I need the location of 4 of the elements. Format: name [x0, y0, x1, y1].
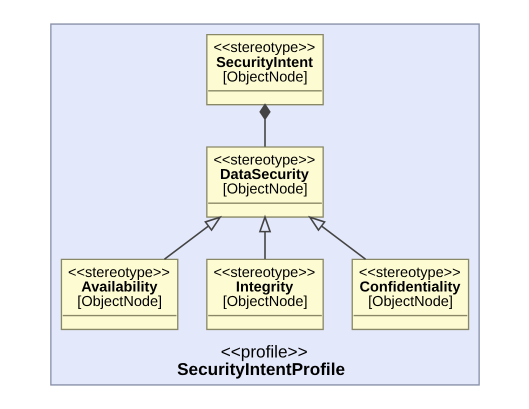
arrow [163, 216, 222, 260]
arrow [308, 216, 366, 260]
arrow [258, 214, 271, 259]
connector [258, 103, 270, 147]
